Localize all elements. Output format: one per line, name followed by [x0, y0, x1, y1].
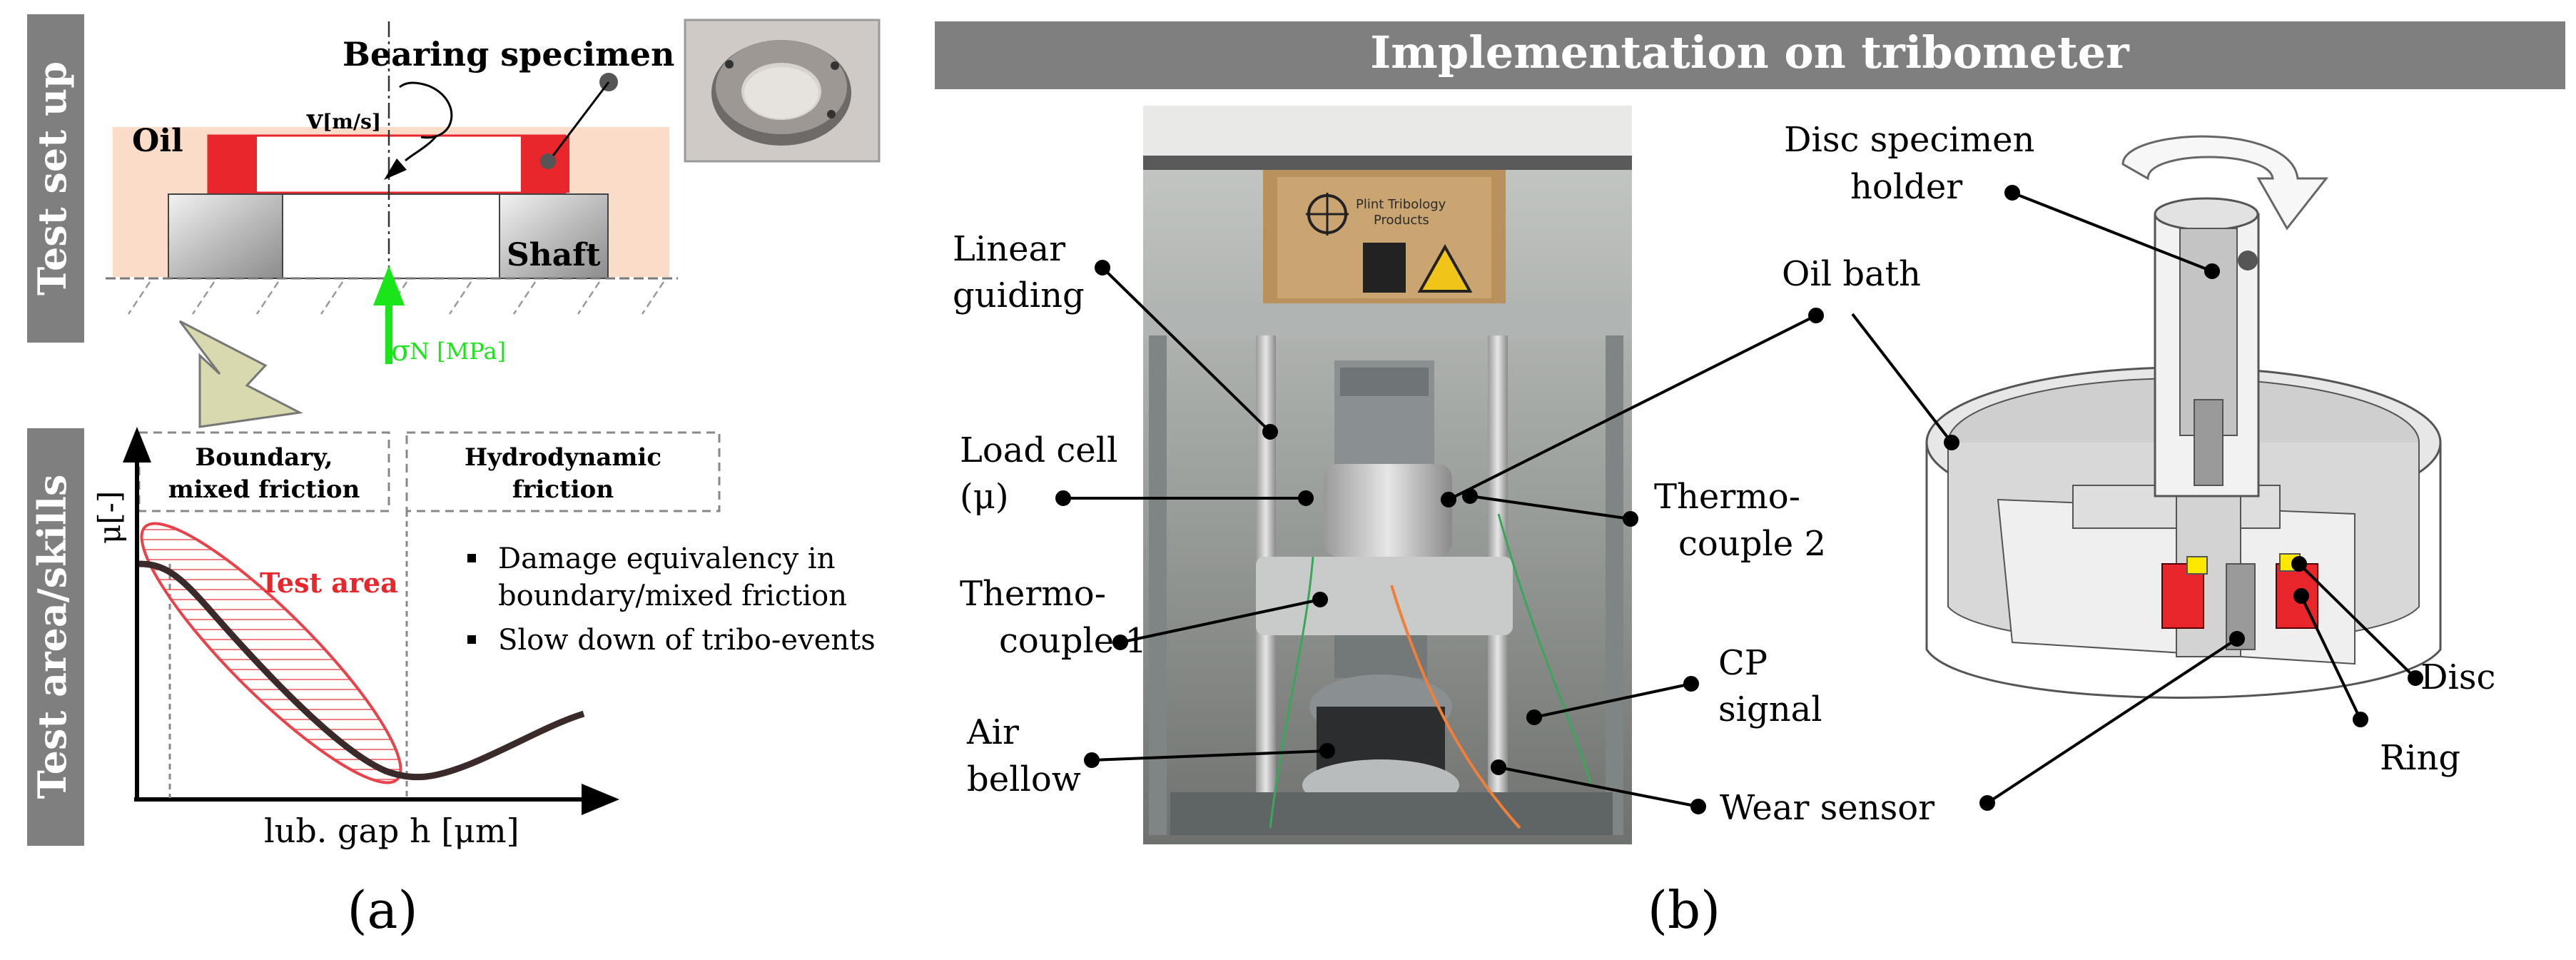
regime-boundary-line2: mixed friction — [168, 475, 360, 504]
label-thermocouple2-1: Thermo- — [1654, 477, 1800, 517]
label-oil-bath: Oil bath — [1782, 254, 1921, 294]
caption-b: (b) — [1648, 880, 1720, 940]
tribometer-photo: Plint Tribology Products — [1143, 106, 1632, 844]
side-label-bottom: Test area/skills — [29, 475, 75, 799]
regime-hydro-box — [405, 431, 721, 512]
label-air-bellow-2: bellow — [967, 759, 1081, 799]
regime-boundary-line1: Boundary, — [196, 443, 333, 472]
panel-b: Implementation on tribometer Plint Tribo… — [935, 21, 2565, 940]
shaft-label: Shaft — [507, 237, 601, 273]
bearing-specimen-target — [540, 153, 556, 169]
label-ring: Ring — [2380, 738, 2460, 778]
label-disc-holder-1: Disc specimen — [1784, 120, 2034, 160]
bearing-photo — [684, 19, 881, 163]
label-thermocouple1-2: couple 1 — [999, 621, 1147, 661]
test-area-ellipse — [140, 522, 402, 784]
stribeck-curve — [138, 560, 585, 781]
bullet-1-marker — [467, 554, 476, 562]
cad-drawing — [1925, 135, 2442, 699]
photo-sign-line1: Plint Tribology — [1356, 197, 1446, 212]
bearing-specimen-leader — [549, 81, 610, 159]
caption-a: (a) — [347, 880, 417, 940]
panel-a: Test set up Test area/skills Oil Shaft — [27, 14, 881, 940]
y-axis-head — [123, 427, 151, 463]
label-disc-holder-2: holder — [1850, 167, 1962, 207]
bullet-1-line1: Damage equivalency in — [498, 542, 835, 575]
velocity-symbol: v — [306, 103, 324, 135]
side-label-top: Test set up — [29, 61, 75, 295]
label-thermocouple2-2: couple 2 — [1678, 524, 1826, 564]
bearing-ring — [207, 134, 567, 194]
bearing-specimen-label: Bearing specimen — [343, 35, 674, 74]
shaft-center — [282, 193, 500, 279]
label-air-bellow-1: Air — [966, 712, 1019, 752]
label-cp-signal-1: CP — [1718, 643, 1768, 683]
side-label-bottom-box — [27, 428, 84, 846]
shaft-right — [499, 193, 609, 279]
label-disc: Disc — [2420, 657, 2495, 697]
bullet-2-line1: Slow down of tribo-events — [498, 624, 876, 657]
disc-specimen-left — [2186, 556, 2208, 575]
photo-sign-line2: Products — [1374, 213, 1429, 228]
x-axis-label: lub. gap h [μm] — [264, 812, 519, 850]
label-load-cell-1: Load cell — [960, 430, 1117, 470]
normal-stress-unit: N [MPa] — [410, 338, 506, 365]
label-thermocouple1-1: Thermo- — [960, 574, 1106, 614]
shaft-left — [168, 193, 283, 279]
oil-label: Oil — [132, 123, 183, 159]
transition-arrow — [178, 320, 303, 428]
velocity-arrow-head — [384, 158, 407, 180]
regime-hydro-line1: Hydrodynamic — [465, 443, 661, 472]
label-wear-sensor: Wear sensor — [1720, 788, 1934, 828]
photo-leaders — [1055, 260, 1824, 814]
label-linear-guiding-2: guiding — [953, 276, 1085, 315]
y-axis-label: μ[-] — [92, 491, 127, 544]
header-title: Implementation on tribometer — [1370, 26, 2130, 79]
velocity-arrow — [399, 81, 453, 139]
header-bar — [935, 21, 2565, 89]
cad-leaders — [1851, 185, 2423, 811]
label-load-cell-2: (μ) — [960, 477, 1009, 517]
bearing-specimen-left — [208, 136, 257, 193]
x-axis-head — [582, 784, 619, 815]
bullet-1-line2: boundary/mixed friction — [498, 580, 847, 612]
velocity-unit: [m/s] — [323, 110, 381, 133]
ground-hatching — [127, 281, 665, 315]
normal-stress-arrow-head — [373, 266, 405, 305]
label-linear-guiding-1: Linear — [953, 229, 1065, 269]
normal-stress-symbol: σ — [391, 335, 410, 368]
bullet-2-marker — [467, 635, 476, 644]
label-cp-signal-2: signal — [1718, 689, 1822, 729]
regime-hydro-line2: friction — [512, 475, 614, 504]
test-area-label: Test area — [260, 567, 398, 599]
side-label-top-box — [27, 14, 84, 343]
